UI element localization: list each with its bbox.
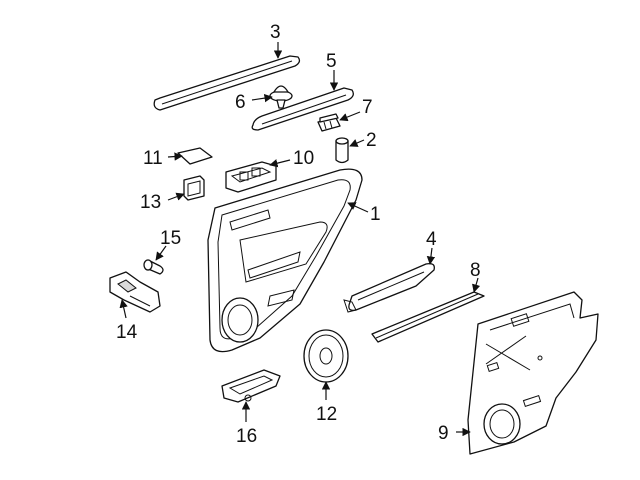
leader-6 <box>251 93 273 103</box>
part-1-door-trim-panel <box>207 168 363 353</box>
callout-10: 10 <box>293 148 314 169</box>
callout-2: 2 <box>366 130 377 151</box>
leader-4 <box>426 247 436 265</box>
callout-4: 4 <box>426 229 437 250</box>
callout-14: 14 <box>116 322 138 343</box>
callout-9: 9 <box>438 423 449 444</box>
part-13-switch <box>183 175 205 201</box>
part-4-armrest-trim <box>343 262 435 313</box>
part-7-clip <box>317 113 341 132</box>
part-15-bulb <box>143 259 164 275</box>
part-11-cover-plate <box>177 147 213 165</box>
callout-13: 13 <box>140 192 161 213</box>
part-12-speaker-grille <box>303 329 349 383</box>
part-3-belt-molding <box>153 55 301 111</box>
callout-16: 16 <box>236 426 257 447</box>
callout-15: 15 <box>160 228 181 249</box>
leader-14 <box>119 299 128 319</box>
leader-13 <box>167 192 185 201</box>
part-9-water-shield <box>467 291 599 455</box>
part-8-lower-strip <box>371 291 485 343</box>
callout-3: 3 <box>270 22 281 43</box>
leader-7 <box>339 111 361 122</box>
leader-10 <box>269 159 291 168</box>
part-5-trim-strip <box>251 87 354 131</box>
callout-1: 1 <box>370 204 381 225</box>
leader-1 <box>347 202 369 213</box>
callout-7: 7 <box>362 97 373 118</box>
leader-8 <box>472 277 481 293</box>
part-16-pull-cup <box>221 369 281 403</box>
callout-5: 5 <box>326 51 337 72</box>
callout-12: 12 <box>316 404 337 425</box>
part-14-lamp-housing <box>109 271 161 313</box>
leader-2 <box>349 139 365 147</box>
callout-8: 8 <box>470 260 481 281</box>
leader-15 <box>155 245 167 261</box>
part-2-grommet <box>335 137 349 164</box>
part-10-switch-bezel <box>225 161 277 193</box>
leader-11 <box>167 152 183 161</box>
callout-11: 11 <box>143 148 163 169</box>
callout-6: 6 <box>235 92 246 113</box>
part-6-push-clip <box>269 85 293 109</box>
